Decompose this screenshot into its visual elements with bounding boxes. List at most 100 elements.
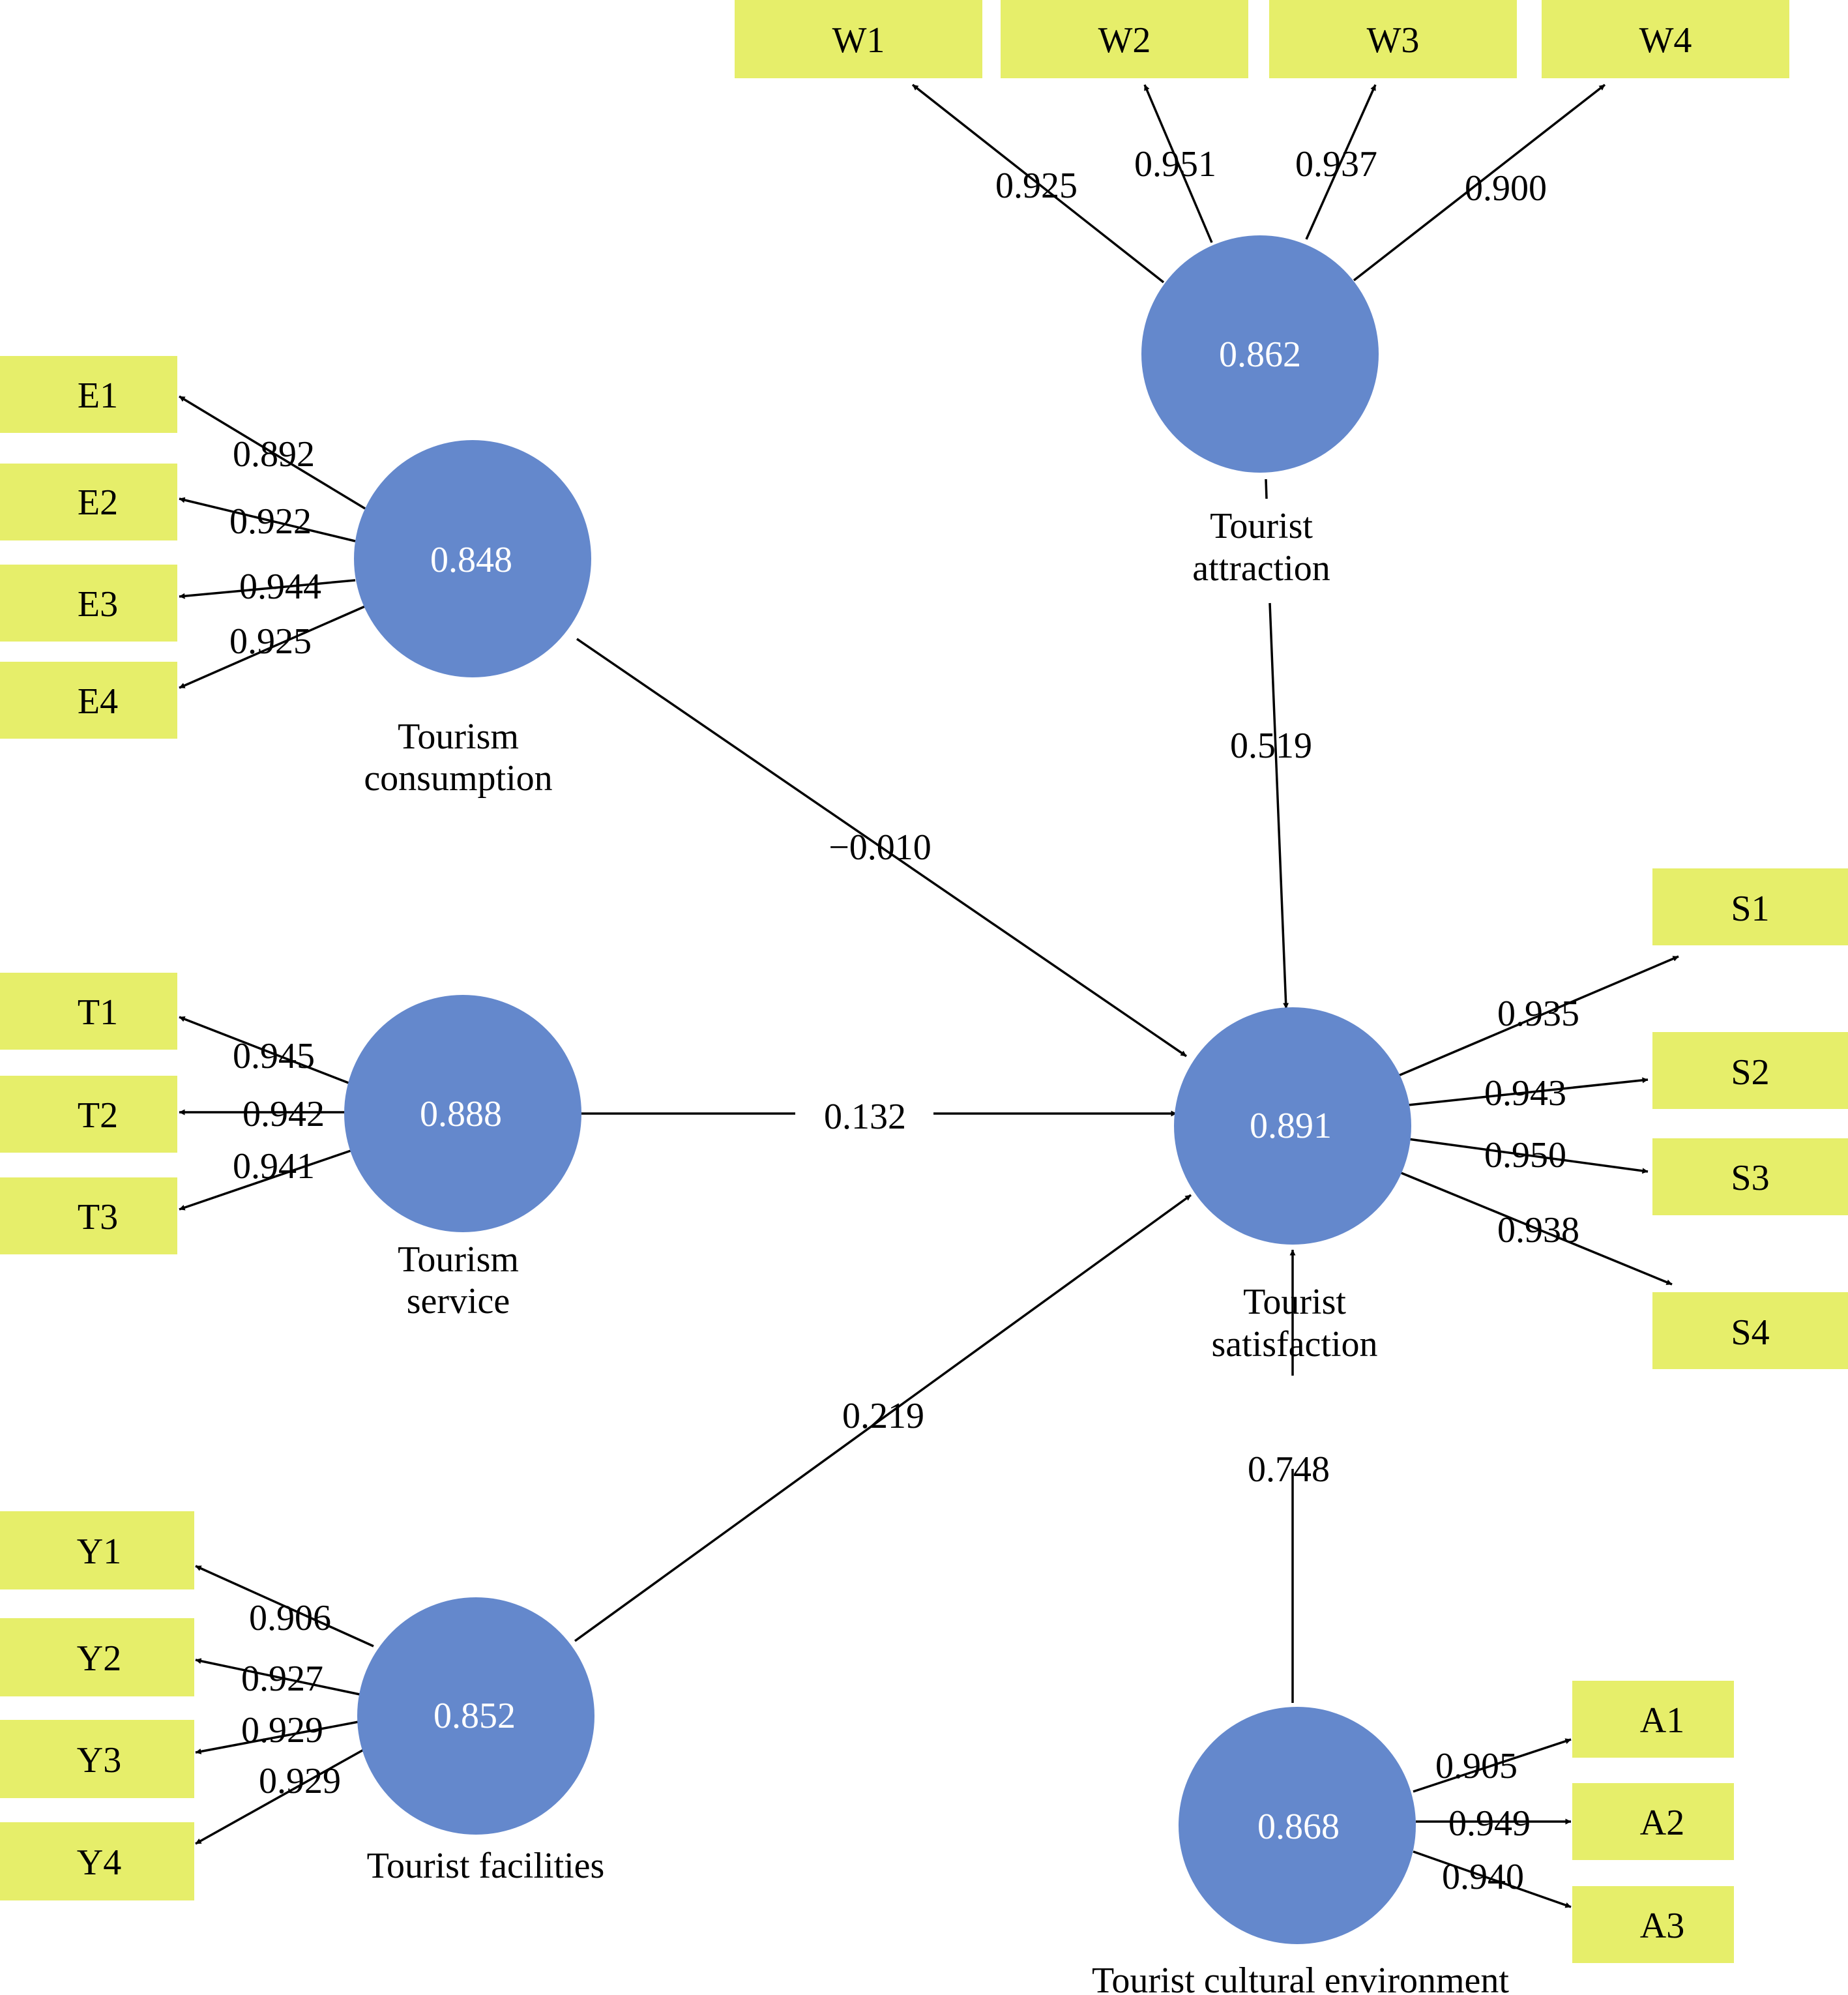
indicator-E1: E1 (0, 356, 177, 433)
loading-T1: 0.945 (233, 1036, 315, 1076)
loading-E2: 0.922 (229, 501, 312, 542)
loading-labels: 0.925 0.951 0.937 0.900 0.892 0.922 0.94… (229, 144, 1579, 1897)
loading-Y1: 0.906 (249, 1598, 331, 1638)
construct-name-attraction-line2: attraction (1192, 548, 1330, 589)
indicator-label-S2: S2 (1731, 1052, 1769, 1093)
edge-satisfaction-S2 (1407, 1077, 1649, 1106)
indicator-A3: A3 (1572, 1886, 1734, 1963)
construct-tourist-satisfaction: 0.891 Tourist satisfaction (1174, 1007, 1411, 1365)
construct-value-consumption: 0.848 (430, 540, 512, 580)
indicator-T3: T3 (0, 1177, 177, 1254)
loading-E1: 0.892 (233, 434, 315, 475)
indicator-E4: E4 (0, 662, 177, 739)
indicator-label-Y2: Y2 (77, 1638, 121, 1679)
indicator-W1: W1 (735, 0, 982, 78)
indicator-label-T3: T3 (78, 1197, 118, 1237)
loading-Y4: 0.929 (259, 1761, 341, 1801)
edge-attraction-W2 (1143, 84, 1213, 243)
construct-name-satisfaction-line1: Tourist (1243, 1282, 1346, 1322)
edge-consumption-E1 (179, 395, 366, 510)
indicator-Y3: Y3 (0, 1720, 194, 1798)
construct-value-service: 0.888 (420, 1094, 502, 1134)
loading-A2: 0.949 (1448, 1803, 1531, 1844)
path-attraction-satisfaction-upper (1265, 479, 1268, 499)
indicator-label-E2: E2 (78, 482, 118, 523)
indicator-label-W1: W1 (832, 20, 885, 61)
construct-value-attraction: 0.862 (1219, 334, 1301, 375)
construct-tourist-attraction: 0.862 Tourist attraction (1141, 235, 1379, 589)
loading-A3: 0.940 (1442, 1857, 1524, 1897)
indicator-label-W4: W4 (1639, 20, 1692, 61)
edge-attraction-W4 (1353, 83, 1606, 282)
indicator-label-W2: W2 (1098, 20, 1151, 61)
loading-E4: 0.925 (229, 621, 312, 662)
path-facilities-satisfaction (574, 1194, 1192, 1642)
edge-consumption-E3 (179, 579, 356, 599)
indicator-label-A3: A3 (1640, 1906, 1684, 1946)
edge-satisfaction-S4 (1399, 1171, 1673, 1286)
indicator-A1: A1 (1572, 1681, 1734, 1758)
edge-consumption-E4 (179, 605, 366, 689)
indicator-W3: W3 (1269, 0, 1517, 78)
indicator-W4: W4 (1542, 0, 1789, 78)
loading-T2: 0.942 (242, 1094, 325, 1134)
path-coef-cultural: 0.748 (1248, 1449, 1330, 1490)
indicator-T2: T2 (0, 1076, 177, 1153)
indicator-W2: W2 (1001, 0, 1248, 78)
construct-tourism-consumption: 0.848 Tourism consumption (354, 440, 591, 799)
indicator-label-Y1: Y1 (77, 1531, 121, 1572)
construct-name-service-line2: service (407, 1281, 510, 1322)
loading-E3: 0.944 (239, 567, 321, 607)
edge-facilities-Y1 (195, 1565, 374, 1648)
indicator-S3: S3 (1652, 1138, 1848, 1215)
path-attraction-satisfaction (1269, 602, 1289, 1009)
edge-facilities-Y2 (195, 1658, 364, 1696)
construct-tourist-cultural-environment: 0.868 Tourist cultural environment (1092, 1707, 1509, 1995)
construct-value-satisfaction: 0.891 (1250, 1106, 1332, 1146)
path-coef-attraction: 0.519 (1230, 726, 1312, 766)
indicator-S4: S4 (1652, 1292, 1848, 1369)
loading-Y3: 0.929 (241, 1710, 323, 1751)
loading-W3: 0.937 (1295, 144, 1377, 185)
indicator-label-A1: A1 (1640, 1700, 1684, 1741)
loading-W2: 0.951 (1134, 144, 1216, 185)
construct-tourism-service: 0.888 Tourism service (344, 995, 581, 1322)
construct-name-consumption-line2: consumption (364, 758, 552, 799)
construct-name-cultural-line1: Tourist cultural environment (1092, 1960, 1509, 1995)
path-coef-service: 0.132 (824, 1097, 906, 1137)
edge-service-T1 (179, 1016, 356, 1087)
edge-attraction-W3 (1305, 84, 1377, 240)
loading-S4: 0.938 (1497, 1210, 1579, 1250)
indicator-E3: E3 (0, 565, 177, 642)
loading-S1: 0.935 (1497, 994, 1579, 1034)
construct-name-consumption-line1: Tourism (398, 717, 519, 757)
indicator-Y4: Y4 (0, 1822, 194, 1900)
edge-consumption-E2 (179, 497, 356, 542)
edge-facilities-Y4 (195, 1744, 372, 1845)
constructs: 0.862 Tourist attraction 0.848 Tourism c… (344, 235, 1509, 1995)
construct-value-cultural: 0.868 (1257, 1807, 1340, 1847)
edge-service-T3 (179, 1149, 351, 1211)
indicator-label-S4: S4 (1731, 1312, 1769, 1353)
indicator-label-S1: S1 (1731, 889, 1769, 929)
indicator-label-W3: W3 (1367, 20, 1420, 61)
construct-tourist-facilities: 0.852 Tourist facilities (357, 1597, 604, 1886)
edge-attraction-W1 (911, 83, 1165, 284)
path-coefficient-labels: −0.010 0.519 0.132 0.219 0.748 (824, 726, 1330, 1490)
path-coef-consumption: −0.010 (829, 827, 931, 868)
indicator-label-Y3: Y3 (77, 1740, 121, 1781)
path-coef-facilities: 0.219 (842, 1396, 924, 1436)
indicator-Y2: Y2 (0, 1618, 194, 1696)
indicator-label-T2: T2 (78, 1095, 118, 1136)
construct-value-facilities: 0.852 (433, 1696, 516, 1736)
edge-satisfaction-S1 (1398, 955, 1679, 1077)
indicator-label-E1: E1 (78, 376, 118, 416)
construct-name-service-line1: Tourism (398, 1239, 519, 1280)
edges (179, 83, 1679, 1908)
edge-facilities-Y3 (195, 1720, 362, 1754)
edge-cultural-A1 (1413, 1738, 1572, 1793)
indicator-label-Y4: Y4 (77, 1842, 121, 1883)
indicator-E2: E2 (0, 464, 177, 540)
indicator-label-T1: T1 (78, 992, 118, 1033)
